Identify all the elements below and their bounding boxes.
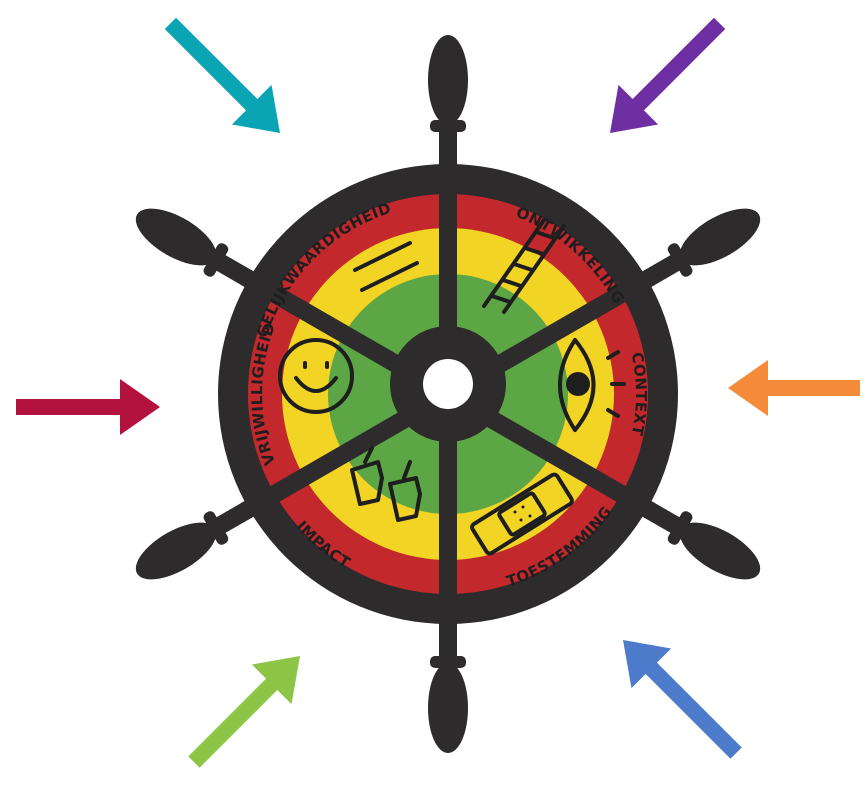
arrow-blue [623, 640, 742, 759]
label-context-path: CONTEXT [628, 351, 650, 438]
eye-icon [558, 338, 626, 432]
smiley-icon [278, 338, 354, 414]
arrow-orange [728, 360, 860, 416]
arrow-crimson [16, 379, 160, 435]
bandage-icon [470, 472, 574, 556]
thumbs-icon [350, 446, 422, 522]
label-context: CONTEXT [628, 351, 650, 438]
arrow-green [188, 656, 300, 768]
equals-lines-icon [353, 241, 419, 292]
arrow-purple [610, 17, 726, 133]
hub-center [423, 359, 473, 409]
arrow-teal [164, 17, 280, 133]
ladder-icon [482, 218, 566, 314]
